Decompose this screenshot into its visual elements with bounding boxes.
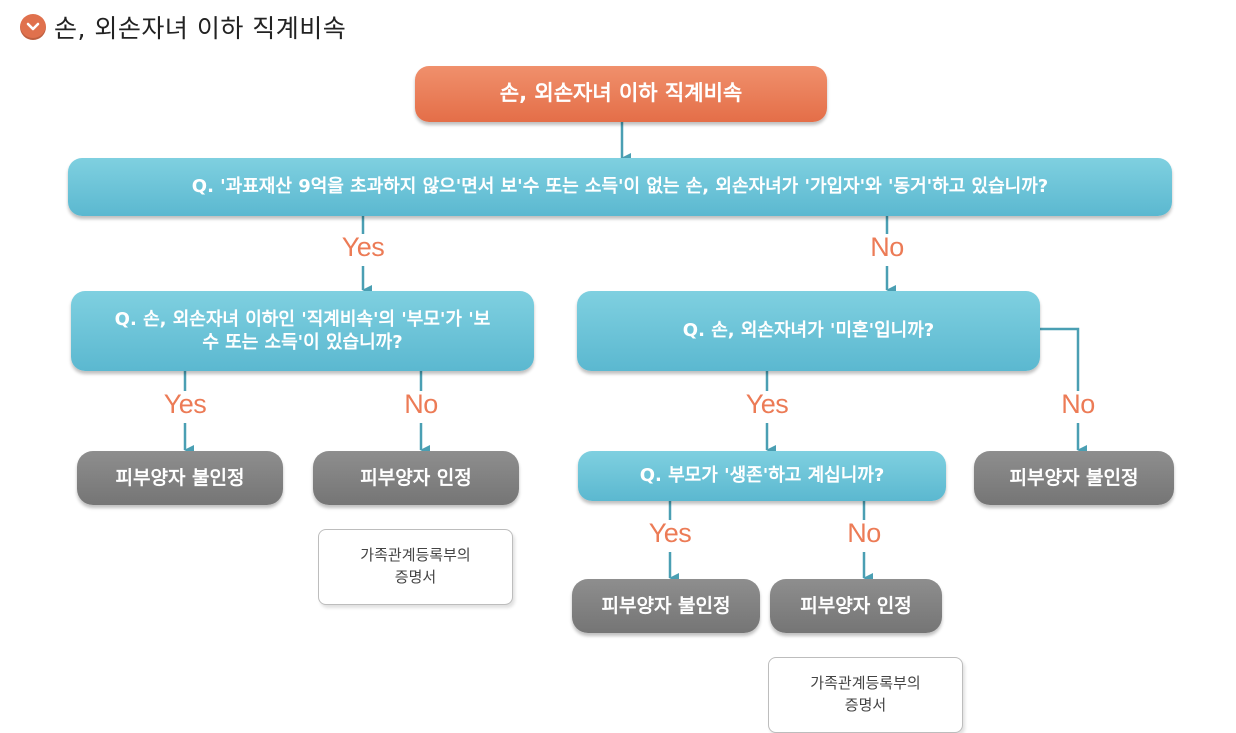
document-note-2: 가족관계등록부의 증명서 <box>768 644 963 733</box>
document-note-line1: 가족관계등록부의 <box>360 546 471 565</box>
q3-no-label: No <box>1061 389 1095 419</box>
result-not-recognized-1: 피부양자 불인정 <box>77 451 283 505</box>
q4-no-label: No <box>847 518 881 548</box>
q1-no-label: No <box>870 232 904 262</box>
result-recognized-2: 피부양자 인정 <box>770 579 942 633</box>
document-note-1: 가족관계등록부의 증명서 <box>318 516 513 605</box>
document-note-line1: 가족관계등록부의 <box>810 674 921 693</box>
result-recognized-1: 피부양자 인정 <box>313 451 519 505</box>
q3-yes-label: Yes <box>745 389 789 419</box>
question-4-box: Q. 부모가 '생존'하고 계십니까? <box>578 451 946 501</box>
result-not-recognized-3: 피부양자 불인정 <box>572 579 760 633</box>
document-note-line2: 증명서 <box>844 696 887 714</box>
chevron-down-circle-icon <box>20 14 46 40</box>
q4-yes-label: Yes <box>648 518 692 548</box>
question-3-box: Q. 손, 외손자녀가 '미혼'입니까? <box>577 291 1040 371</box>
question-1-box: Q. '과표재산 9억을 초과하지 않으'면서 보'수 또는 소득'이 없는 손… <box>68 158 1172 216</box>
page-heading: 손, 외손자녀 이하 직계비속 <box>20 10 346 44</box>
q2-yes-label: Yes <box>163 389 207 419</box>
document-note-line2: 증명서 <box>394 568 437 586</box>
root-node: 손, 외손자녀 이하 직계비속 <box>415 66 827 122</box>
q1-yes-label: Yes <box>341 232 385 262</box>
page-title: 손, 외손자녀 이하 직계비속 <box>54 14 347 43</box>
q2-no-label: No <box>404 389 438 419</box>
question-2-box: Q. 손, 외손자녀 이하인 '직계비속'의 '부모'가 '보수 또는 소득'이… <box>71 291 534 371</box>
result-not-recognized-2: 피부양자 불인정 <box>974 451 1174 505</box>
